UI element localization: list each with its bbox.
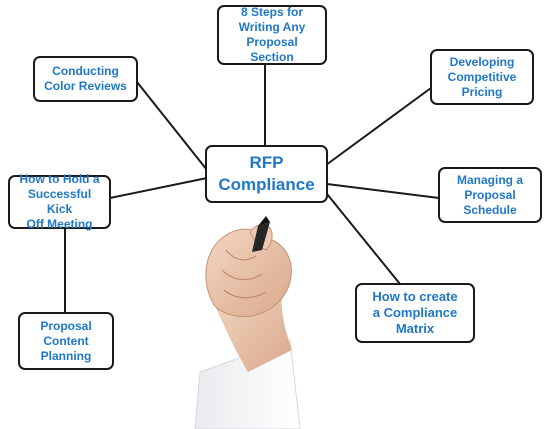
node-compliance-matrix: How to create a Compliance Matrix	[355, 283, 475, 343]
node-label: Managing a Proposal Schedule	[456, 172, 523, 217]
node-color-reviews: Conducting Color Reviews	[33, 56, 138, 102]
central-node-label: RFP Compliance	[218, 152, 315, 194]
link-proposal-schedule	[326, 183, 440, 199]
node-label: Proposal Content Planning	[40, 318, 92, 363]
link-kick-off	[109, 177, 208, 199]
node-label: How to Hold a Successful Kick Off Meetin…	[19, 172, 100, 231]
node-label: Conducting Color Reviews	[44, 64, 127, 93]
link-compliance-matrix	[326, 193, 401, 285]
node-proposal-schedule: Managing a Proposal Schedule	[438, 167, 542, 223]
node-label: Developing Competitive Pricing	[447, 54, 517, 99]
node-eight-steps: 8 Steps for Writing Any Proposal Section	[217, 5, 327, 65]
link-color-reviews	[136, 81, 208, 171]
node-label: How to create a Compliance Matrix	[372, 288, 458, 337]
node-competitive-pricing: Developing Competitive Pricing	[430, 49, 534, 105]
central-node-rfp-compliance: RFP Compliance	[205, 145, 328, 203]
link-competitive-pricing	[325, 87, 432, 166]
node-kick-off: How to Hold a Successful Kick Off Meetin…	[8, 172, 111, 231]
node-content-planning: Proposal Content Planning	[18, 312, 114, 370]
node-label: 8 Steps for Writing Any Proposal Section	[238, 5, 306, 64]
